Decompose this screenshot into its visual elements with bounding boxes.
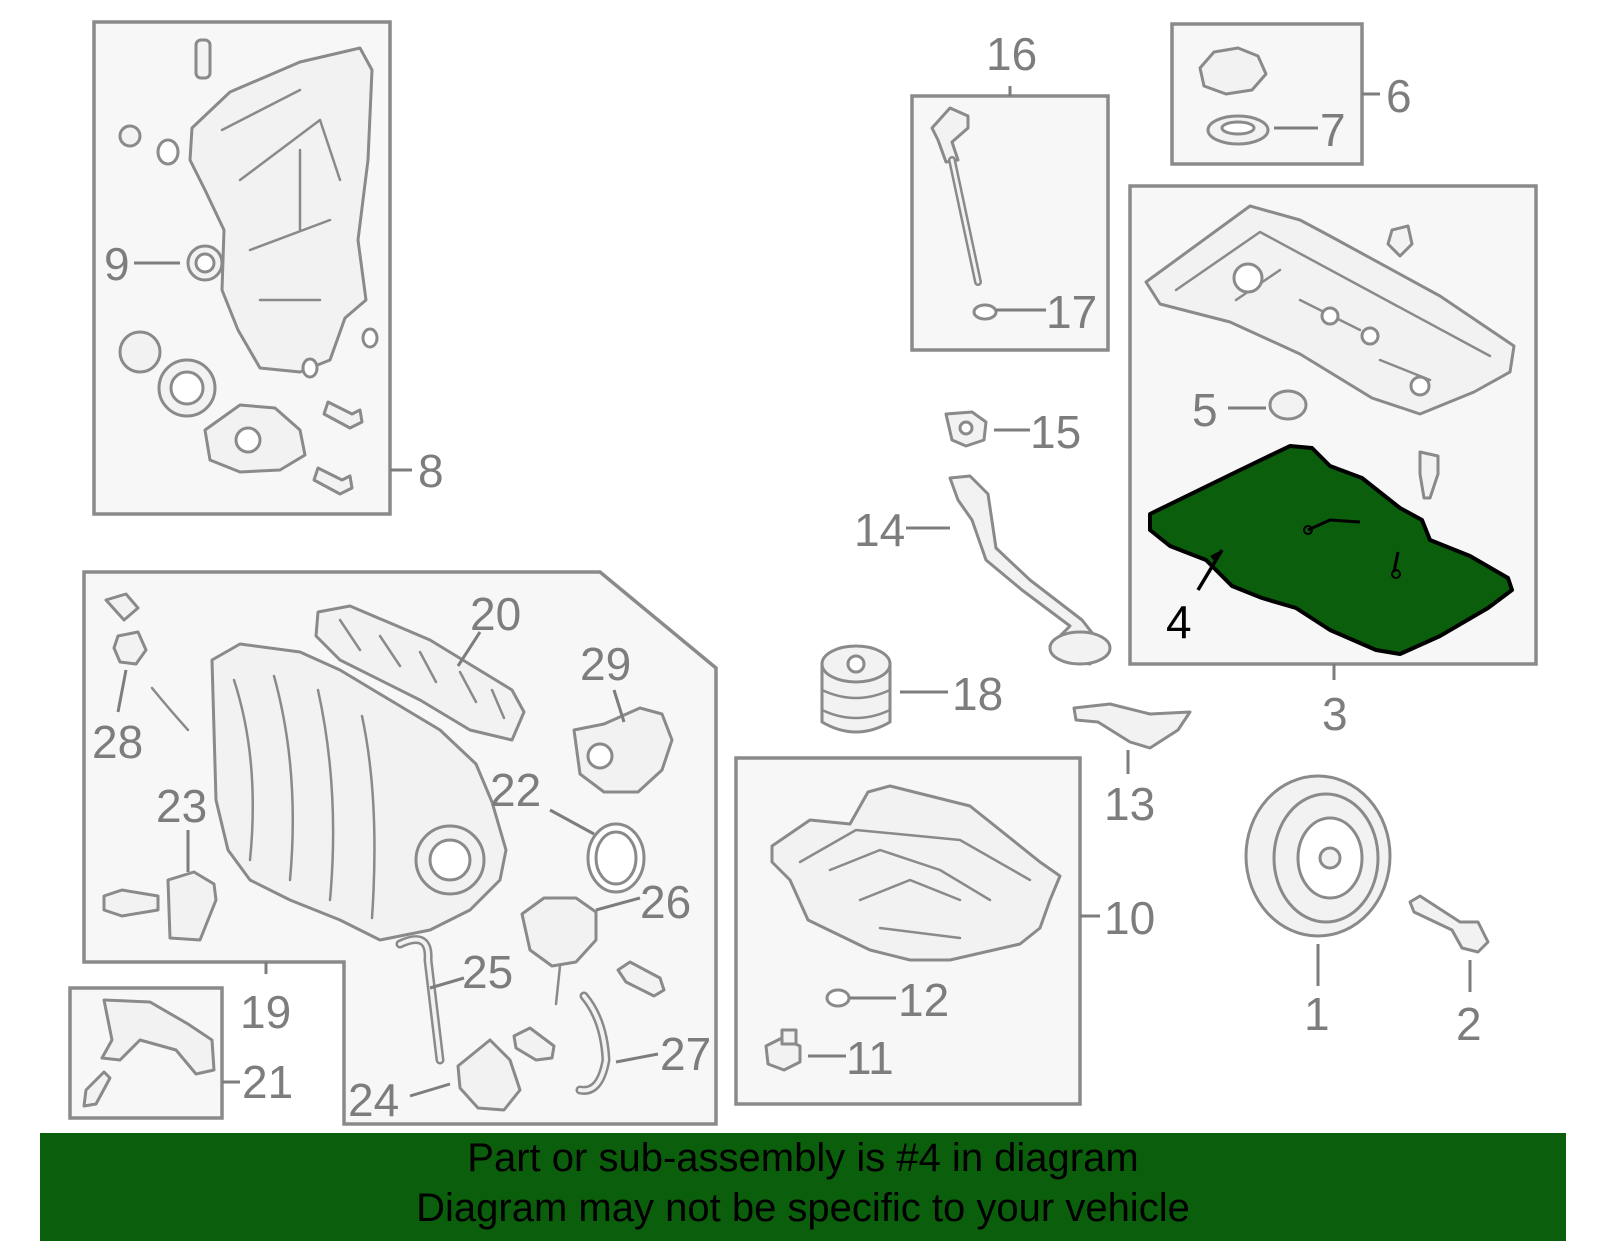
- label-21: 21: [242, 1056, 293, 1108]
- label-4: 4: [1166, 596, 1192, 648]
- label-1: 1: [1304, 988, 1330, 1040]
- label-7: 7: [1320, 104, 1346, 156]
- sprocket: [118, 330, 162, 374]
- label-24: 24: [348, 1074, 399, 1126]
- label-20: 20: [470, 588, 521, 640]
- label-28: 28: [92, 716, 143, 768]
- label-11: 11: [846, 1032, 894, 1084]
- bolt-a: [322, 400, 364, 430]
- label-8: 8: [418, 445, 444, 497]
- label-6: 6: [1386, 70, 1412, 122]
- label-16: 16: [986, 28, 1037, 80]
- group-box-6: 7 6: [1170, 22, 1412, 166]
- o-ring: [156, 138, 180, 166]
- dipstick-handle: [930, 106, 970, 164]
- group-box-8: 9 8: [92, 20, 444, 516]
- bracket-bolt: [82, 1070, 112, 1108]
- cover-bolt: [1418, 450, 1440, 500]
- label-19: 19: [240, 986, 291, 1038]
- label-3: 3: [1322, 688, 1348, 740]
- label-26: 26: [640, 876, 691, 928]
- manifold-gasket-20: [314, 604, 526, 742]
- bolt-b: [312, 466, 354, 496]
- group-box-3: 5 4 3: [1128, 184, 1538, 740]
- dowel-pin: [194, 38, 212, 80]
- dipstick-o-ring: [972, 303, 998, 321]
- bracket-24: [456, 1038, 522, 1112]
- bracket-23: [166, 870, 218, 942]
- label-27: 27: [660, 1028, 711, 1080]
- label-14: 14: [854, 504, 905, 556]
- banner-line-1: Part or sub-assembly is #4 in diagram: [467, 1136, 1139, 1180]
- pulley-bolt-2: [1408, 894, 1490, 954]
- bolt-23: [102, 888, 160, 918]
- label-17: 17: [1046, 286, 1097, 338]
- oil-pan: [770, 784, 1062, 962]
- label-29: 29: [580, 638, 631, 690]
- cover-bolt-top: [1386, 224, 1414, 258]
- timing-chain-cover: [188, 46, 374, 374]
- banner-line-2: Diagram may not be specific to your vehi…: [416, 1186, 1190, 1230]
- oil-pickup-area: 15 14 18 13: [820, 406, 1192, 830]
- group-box-16: 16 17: [910, 28, 1110, 352]
- label-5: 5: [1192, 384, 1218, 436]
- label-9: 9: [104, 238, 130, 290]
- bolt-24: [512, 1026, 556, 1062]
- group-box-21: 21: [68, 986, 293, 1120]
- support-bracket-21: [100, 998, 216, 1076]
- label-18: 18: [952, 668, 1003, 720]
- valve-cover-gasket-highlighted[interactable]: [1148, 444, 1514, 656]
- label-13: 13: [1104, 778, 1155, 830]
- oil-filter-18: [820, 644, 892, 734]
- group-box-19: 20 28 23 29 22 26 25 27 24: [82, 570, 718, 1126]
- label-25: 25: [462, 946, 513, 998]
- oil-filler-cap: [1198, 46, 1268, 96]
- pcv-valve-28: [112, 630, 148, 666]
- baffle-13: [1072, 702, 1192, 750]
- actuator-26: [520, 896, 598, 968]
- sensor-cap: [104, 592, 140, 622]
- crank-pulley-area: 1 2: [1244, 774, 1490, 1050]
- label-15: 15: [1030, 406, 1081, 458]
- label-23: 23: [156, 780, 207, 832]
- group-box-10: 12 11 10: [734, 756, 1155, 1106]
- label-12: 12: [898, 974, 949, 1026]
- plug: [118, 124, 142, 148]
- label-10: 10: [1104, 892, 1155, 944]
- label-22: 22: [490, 764, 541, 816]
- grommet-5: [1268, 389, 1308, 421]
- label-2: 2: [1456, 998, 1482, 1050]
- bolt-29: [616, 960, 666, 998]
- drain-gasket-12: [825, 988, 851, 1008]
- info-banner: Part or sub-assembly is #4 in diagram Di…: [40, 1133, 1566, 1241]
